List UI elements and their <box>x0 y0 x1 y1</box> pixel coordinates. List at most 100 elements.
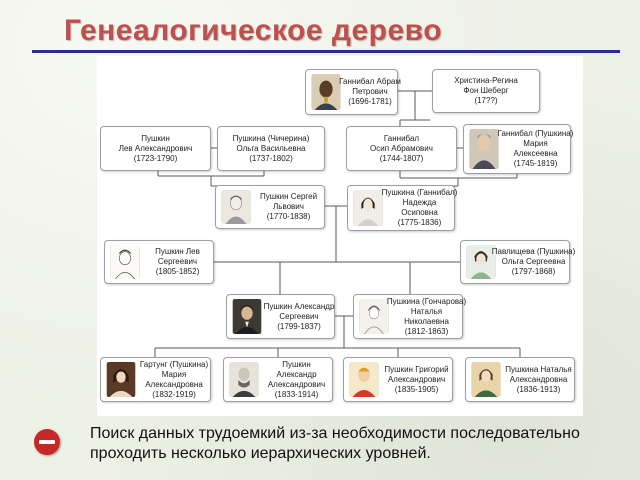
node-line: (1797-1868) <box>511 267 556 276</box>
node-line: Пушкин Григорий <box>384 364 449 374</box>
node-line: (1745-1819) <box>513 159 558 168</box>
node-line: Гартунг (Пушкина) <box>139 359 209 369</box>
node-line: Алексеевна <box>513 149 558 158</box>
node-line: Пушкин Лев <box>155 247 200 256</box>
portrait-pushkina-nadezhda <box>353 190 383 226</box>
node-line: Александрович <box>267 379 326 389</box>
node-text: Павлищева (Пушкина)Ольга Сергеевна(1797-… <box>492 245 576 279</box>
node-line: (1835-1905) <box>394 384 439 394</box>
node-line: (1737-1802) <box>249 153 293 163</box>
footnote-text: Поиск данных трудоемкий из-за необходимо… <box>90 425 580 462</box>
node-line: Пушкин Сергей <box>259 192 318 201</box>
node-line: (1812-1863) <box>404 326 449 336</box>
node-line: (1696-1781) <box>348 97 392 106</box>
node-line: Александровна <box>509 374 568 384</box>
node-line: Пушкина Наталья <box>505 364 572 374</box>
portrait-gartung-maria <box>106 362 136 397</box>
portrait-pushkin-sergey <box>221 190 251 224</box>
node-pavlishcheva-olga: Павлищева (Пушкина)Ольга Сергеевна(1797-… <box>460 240 576 284</box>
node-line: Христина-Регина <box>454 76 518 85</box>
node-line: Лев Александрович <box>118 143 193 153</box>
node-line: Александрович <box>387 374 446 384</box>
portrait-pushkina-natalia <box>359 299 389 334</box>
node-line: Надежда <box>402 198 437 207</box>
portrait-pushkin-lev-s <box>110 245 140 279</box>
node-line: Сергеевич <box>279 311 319 321</box>
portrait-pushkin-grigory <box>349 362 379 397</box>
node-line: Николаевна <box>404 316 449 326</box>
node-line: Пушкина (Ганнибал) <box>381 188 458 197</box>
node-line: Фон Шеберг <box>463 86 509 95</box>
node-line: Пушкин Александр <box>263 301 335 311</box>
portrait-pushkin-alexander <box>232 299 262 334</box>
node-text: Пушкина (Чичерина)Ольга Васильевна(1737-… <box>222 131 320 166</box>
page-title: Генеалогическое дерево <box>64 14 443 47</box>
node-line: Ольга Сергеевна <box>501 257 566 266</box>
node-line: (1723-1790) <box>133 153 178 163</box>
node-line: Ганнибал Абрам <box>339 77 401 86</box>
title-underline <box>32 50 620 53</box>
node-line: (1833-1914) <box>274 389 319 399</box>
node-line: Наталья <box>410 306 443 316</box>
node-line: Мария <box>523 139 548 148</box>
node-line: Пушкина (Гончарова) <box>386 296 467 306</box>
portrait-gannibal-abram <box>311 74 341 110</box>
node-line: (1744-1807) <box>379 153 424 163</box>
node-line: Осип Абрамович <box>370 143 433 153</box>
node-line: (1805-1852) <box>155 267 200 276</box>
node-line: Петрович <box>352 87 388 96</box>
portrait-pushkin-alex-jr <box>229 362 259 397</box>
node-line: Пушкин <box>282 359 311 369</box>
node-line: Мария <box>161 369 187 379</box>
node-line: (1799-1837) <box>277 321 321 331</box>
node-line: Пушкина (Чичерина) <box>232 133 310 143</box>
node-line: (17??) <box>474 96 498 105</box>
node-line: Сергеевич <box>157 257 198 266</box>
family-tree-panel <box>97 56 583 416</box>
node-line: (1836-1913) <box>516 384 561 394</box>
no-entry-icon <box>34 429 60 455</box>
node-line: (1832-1919) <box>152 389 196 399</box>
node-line: Александровна <box>145 379 203 389</box>
node-line: Львович <box>273 202 304 211</box>
node-line: Осиповна <box>401 208 438 217</box>
node-line: (1775-1836) <box>397 218 442 227</box>
node-pushkina-olga-v: Пушкина (Чичерина)Ольга Васильевна(1737-… <box>217 126 325 171</box>
node-line: Павлищева (Пушкина) <box>491 247 576 256</box>
node-line: Пушкин <box>141 133 170 143</box>
node-line: (1770-1838) <box>266 212 311 221</box>
portrait-pavlishcheva-olga <box>466 245 496 279</box>
portrait-pushkina-natalia-jr <box>471 362 501 397</box>
node-line: Ганнибал (Пушкина) <box>497 129 574 138</box>
node-line: Ольга Васильевна <box>236 143 306 153</box>
node-line: Ганнибал <box>383 133 420 143</box>
